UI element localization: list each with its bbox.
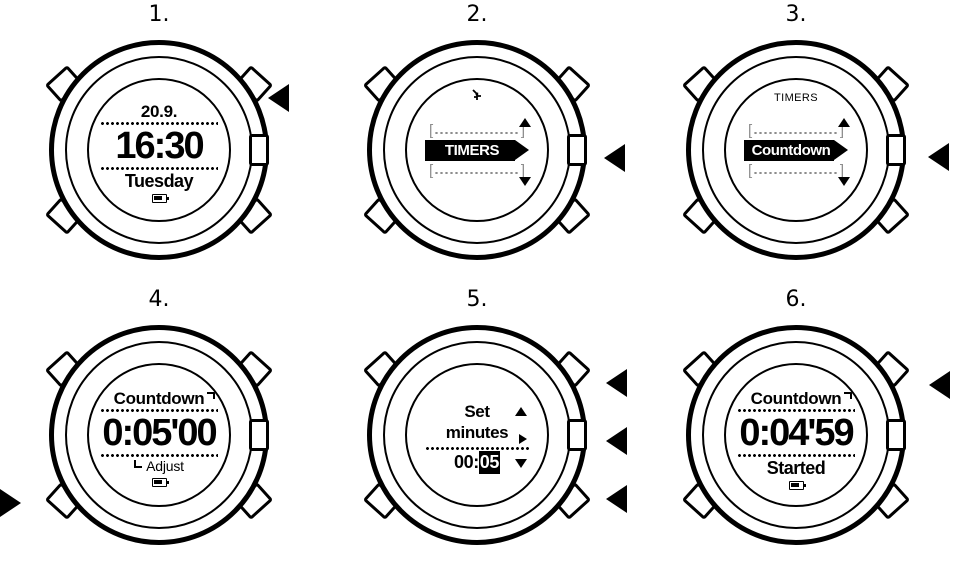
watch-button-middle-right[interactable] bbox=[249, 419, 269, 451]
set-value-selected: 05 bbox=[478, 450, 501, 474]
menu-item-selected-label: TIMERS bbox=[444, 141, 500, 159]
countdown-footer-row: Adjust bbox=[134, 458, 184, 474]
pointer-arrow-top-right bbox=[268, 84, 289, 112]
step-panel-6: 6. Countdown 0:04'59 Started bbox=[637, 285, 955, 567]
menu-item-placeholder-dots bbox=[434, 131, 520, 134]
watch-illustration-4: Countdown 0:05'00 Adjust bbox=[43, 319, 275, 551]
step-panel-2: 2. [ bbox=[318, 0, 636, 282]
selection-highlight-bar bbox=[744, 139, 834, 161]
pointer-arrow-middle-right bbox=[606, 427, 627, 455]
set-value-prefix: 00: bbox=[453, 451, 479, 472]
triangle-down-icon bbox=[519, 177, 531, 186]
date-display: 20.9. bbox=[140, 102, 178, 121]
set-label-line1: Set bbox=[464, 401, 490, 421]
menu-item-placeholder-dots bbox=[753, 131, 839, 134]
divider-dotted-top bbox=[100, 409, 218, 412]
triangle-down-icon bbox=[515, 459, 527, 468]
countdown-value: 0:05'00 bbox=[102, 412, 217, 454]
shortcut-glyph-icon bbox=[470, 88, 484, 102]
step-number-3: 3. bbox=[785, 2, 807, 27]
pointer-arrow-middle-right bbox=[928, 143, 949, 171]
menu-item-selected[interactable]: TIMERS bbox=[425, 139, 529, 161]
step-number-6: 6. bbox=[785, 287, 807, 312]
time-display: 16:30 bbox=[115, 125, 204, 167]
watch-button-middle-right[interactable] bbox=[567, 419, 587, 451]
watch-screen-3: TIMERS [ ] Countdown [ ] bbox=[724, 78, 868, 222]
divider-dotted-bottom bbox=[100, 454, 218, 457]
menu-item-selected-label: Countdown bbox=[751, 141, 831, 159]
watch-screen-5: Set minutes 00: 05 bbox=[405, 363, 549, 507]
pointer-arrow-bottom-left bbox=[0, 489, 21, 517]
battery-icon bbox=[788, 481, 806, 490]
menu-item-above[interactable]: [ ] bbox=[748, 121, 844, 139]
triangle-up-icon bbox=[519, 118, 531, 127]
countdown-header-wrap: Countdown bbox=[113, 389, 216, 408]
watch-screen-6: Countdown 0:04'59 Started bbox=[724, 363, 868, 507]
step-panel-1: 1. 20.9. 16:30 Tuesday bbox=[0, 0, 318, 282]
watch-screen-1: 20.9. 16:30 Tuesday bbox=[87, 78, 231, 222]
step-panel-4: 4. Countdown 0:05'00 bbox=[0, 285, 318, 567]
selection-arrow-tip bbox=[515, 139, 529, 160]
countdown-value: 0:04'59 bbox=[739, 412, 854, 454]
step-number-4: 4. bbox=[148, 287, 170, 312]
pointer-arrow-top-right bbox=[606, 369, 627, 397]
menu-item-selected[interactable]: Countdown bbox=[744, 139, 848, 161]
divider-dotted-bottom bbox=[100, 167, 218, 170]
watch-illustration-6: Countdown 0:04'59 Started bbox=[680, 319, 912, 551]
corner-bracket-icon bbox=[844, 392, 853, 399]
countdown-header-wrap: Countdown bbox=[750, 389, 853, 408]
pointer-arrow-middle-right bbox=[604, 144, 625, 172]
triangle-up-icon bbox=[515, 407, 527, 416]
selection-highlight-bar bbox=[425, 139, 515, 161]
step-panel-5: 5. Set minutes 00: 05 bbox=[318, 285, 636, 567]
selection-arrow-tip bbox=[834, 139, 848, 160]
menu-item-above[interactable]: [ ] bbox=[429, 121, 525, 139]
watch-button-middle-right[interactable] bbox=[886, 134, 906, 166]
watch-button-middle-right[interactable] bbox=[886, 419, 906, 451]
triangle-up-icon bbox=[838, 118, 850, 127]
step-number-2: 2. bbox=[466, 2, 488, 27]
menu-item-below[interactable]: [ ] bbox=[748, 161, 844, 179]
battery-icon bbox=[151, 194, 169, 203]
step-number-1: 1. bbox=[148, 2, 170, 27]
watch-button-middle-right[interactable] bbox=[567, 134, 587, 166]
triangle-right-icon bbox=[519, 434, 527, 444]
corner-bracket-icon bbox=[207, 392, 216, 399]
pointer-arrow-bottom-right bbox=[606, 485, 627, 513]
weekday-display: Tuesday bbox=[124, 171, 194, 191]
divider-dotted-bottom bbox=[737, 454, 855, 457]
menu-item-placeholder-dots bbox=[434, 171, 520, 174]
countdown-header: Countdown bbox=[750, 389, 842, 408]
countdown-footer: Started bbox=[766, 458, 826, 478]
watch-illustration-3: TIMERS [ ] Countdown [ ] bbox=[680, 34, 912, 266]
watch-illustration-5: Set minutes 00: 05 bbox=[361, 319, 593, 551]
menu-title: TIMERS bbox=[774, 92, 818, 104]
pointer-arrow-top-right bbox=[929, 371, 950, 399]
countdown-header: Countdown bbox=[113, 389, 205, 408]
corner-marker-icon bbox=[134, 460, 143, 468]
menu-item-below[interactable]: [ ] bbox=[429, 161, 525, 179]
triangle-down-icon bbox=[838, 177, 850, 186]
watch-button-middle-right[interactable] bbox=[249, 134, 269, 166]
set-label-line2: minutes bbox=[445, 422, 509, 442]
battery-icon bbox=[151, 478, 169, 487]
menu-item-placeholder-dots bbox=[753, 171, 839, 174]
menu-list-3: TIMERS [ ] Countdown [ ] bbox=[726, 80, 866, 220]
countdown-footer: Adjust bbox=[146, 458, 184, 474]
menu-list-2: [ ] TIMERS [ ] bbox=[407, 80, 547, 220]
divider-dotted-set bbox=[425, 446, 529, 450]
set-value-view: Set minutes 00: 05 bbox=[407, 365, 547, 505]
divider-dotted-top bbox=[737, 409, 855, 412]
step-number-5: 5. bbox=[466, 287, 488, 312]
step-panel-3: 3. TIMERS [ ] bbox=[637, 0, 955, 282]
watch-illustration-2: [ ] TIMERS [ ] bbox=[361, 34, 593, 266]
watch-illustration-1: 20.9. 16:30 Tuesday bbox=[43, 34, 275, 266]
watch-screen-4: Countdown 0:05'00 Adjust bbox=[87, 363, 231, 507]
divider-dotted-top bbox=[100, 122, 218, 125]
set-value-row[interactable]: 00: 05 bbox=[453, 450, 501, 474]
watch-screen-2: [ ] TIMERS [ ] bbox=[405, 78, 549, 222]
